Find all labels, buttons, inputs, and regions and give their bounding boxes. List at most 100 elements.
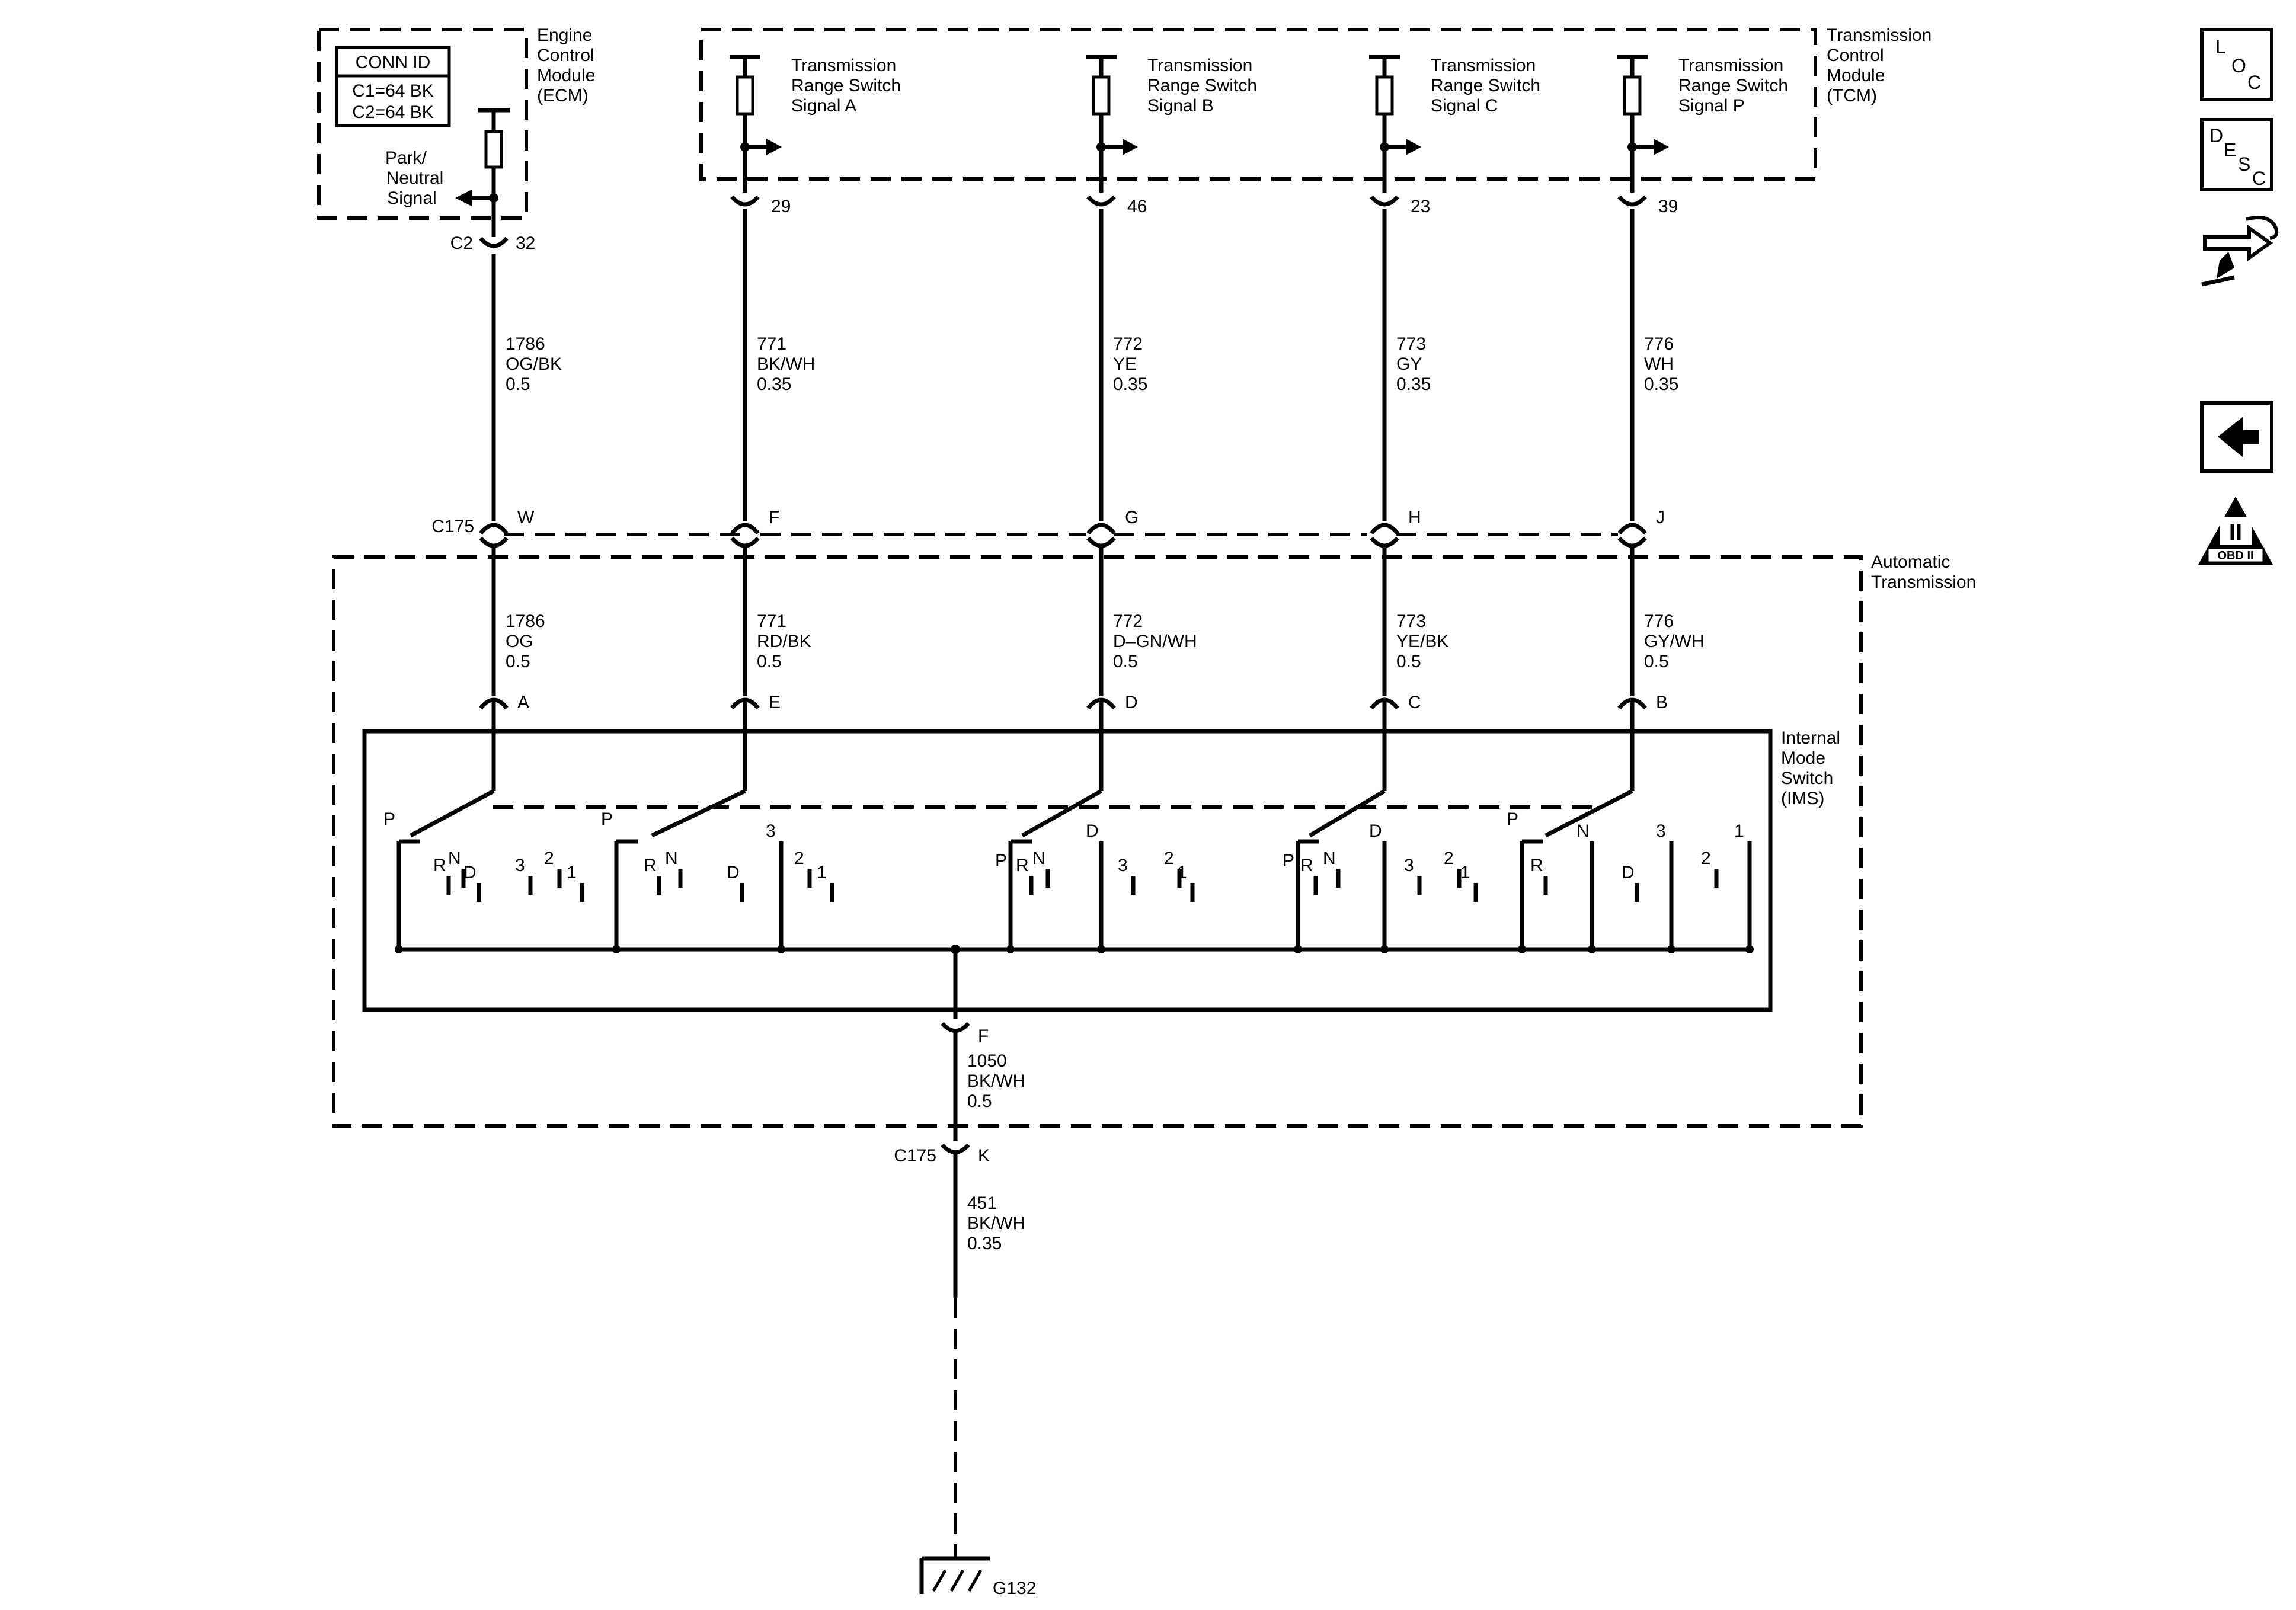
desc-letter: S <box>2238 153 2250 175</box>
ims-label-line: Switch <box>1781 769 1833 788</box>
ims-label-line: (IMS) <box>1781 789 1824 808</box>
connector-diagnostic-icon[interactable] <box>2201 216 2279 287</box>
ground-wire-circuit: 1050 <box>967 1051 1007 1071</box>
wire-columns: 1786OG/BK0.5W1786OG0.5A771BK/WH0.35F771R… <box>479 195 1705 731</box>
wire-label: 0.5 <box>757 652 782 671</box>
switch-position-label: 2 <box>1164 849 1174 868</box>
wire-label: 0.5 <box>506 652 530 671</box>
ecm-label-line: Module <box>537 66 595 85</box>
conn-id-title: CONN ID <box>356 53 431 72</box>
wire-label: 0.5 <box>1644 652 1669 671</box>
wire-label: 776 <box>1644 612 1674 631</box>
wire-label: 772 <box>1113 612 1143 631</box>
ecm-module: Engine Control Module (ECM) CONN ID C1=6… <box>317 25 595 253</box>
switch-position-label: N <box>1576 821 1590 841</box>
automatic-transmission: Automatic Transmission <box>332 552 1976 1128</box>
ground-wire-circuit: 451 <box>967 1193 997 1213</box>
switch-position-label: 2 <box>1444 849 1454 868</box>
wire-label: 0.35 <box>1644 375 1678 394</box>
desc-button[interactable]: D E S C <box>2200 118 2273 191</box>
switch-position-label: P <box>995 851 1007 870</box>
transmission-label-line: Automatic <box>1871 552 1950 572</box>
ims-label-line: Internal <box>1781 728 1840 748</box>
switch-blade <box>1021 789 1102 838</box>
ecm-signal-label: Park/ <box>385 148 427 168</box>
tcm-pin-number: 23 <box>1411 197 1430 216</box>
tcm-label-line: Control <box>1827 46 1884 65</box>
switch-position-label: 3 <box>766 821 776 841</box>
tcm-resistor <box>736 75 754 116</box>
tcm-signal-label: Transmission <box>1431 56 1536 75</box>
wire-label: OG/BK <box>506 354 562 374</box>
switch-position-label: 1 <box>567 863 577 882</box>
ims-pin: E <box>769 693 781 712</box>
ims-pin-terminal <box>1370 697 1399 710</box>
tcm-signal-label: Range Switch <box>791 76 901 95</box>
desc-letter: E <box>2224 139 2236 161</box>
switch-position-label: R <box>644 856 657 875</box>
wire-label: OG <box>506 632 533 651</box>
tcm-pin-number: 39 <box>1658 197 1678 216</box>
switch-position-label: R <box>1016 856 1029 875</box>
tcm-signal-label: Range Switch <box>1431 76 1540 95</box>
wire-label: 0.35 <box>1113 375 1147 394</box>
back-arrow-icon <box>2218 417 2259 457</box>
c175-pin: H <box>1408 508 1421 527</box>
wire-label: 0.35 <box>1396 375 1431 394</box>
switch-position-label: D <box>1086 821 1099 841</box>
switch-position-label: 2 <box>1701 849 1711 868</box>
c175-terminal <box>1370 523 1399 535</box>
tcm-label-line: (TCM) <box>1827 86 1877 105</box>
obd-ii-icon[interactable]: II OBD II <box>2198 497 2273 565</box>
switch-position-label: R <box>1300 856 1313 875</box>
ground-id: G132 <box>993 1579 1036 1598</box>
switch-position-label: 3 <box>1404 856 1414 875</box>
ecm-label-line: Control <box>537 46 594 65</box>
wire-label: YE/BK <box>1396 632 1448 651</box>
ground-wire-size: 0.35 <box>967 1234 1002 1253</box>
switch-position-label: 3 <box>515 856 525 875</box>
c175-terminal <box>730 523 760 535</box>
c175-terminal <box>1086 523 1116 535</box>
ecm-signal-label: Signal <box>387 188 436 208</box>
wire-label: 1786 <box>506 612 545 631</box>
switch-position-label: D <box>1369 821 1382 841</box>
ims-label-line: Mode <box>1781 748 1825 768</box>
switch-blade <box>651 789 746 838</box>
ims-boundary <box>362 729 1773 1012</box>
c175-terminal <box>479 523 509 535</box>
switch-position-label: P <box>1283 851 1294 870</box>
ecm-pin-terminal <box>479 236 509 248</box>
tcm-module: Transmission Control Module (TCM) Transm… <box>699 25 1932 216</box>
loc-letter: C <box>2247 72 2261 93</box>
conn-id-row: C2=64 BK <box>352 103 434 122</box>
switch-position-label: 1 <box>1460 863 1470 882</box>
tcm-signal-label: Signal A <box>791 96 856 116</box>
back-button[interactable] <box>2200 401 2273 473</box>
wire-label: 776 <box>1644 334 1674 354</box>
switch-position-label: D <box>463 863 477 882</box>
wire-label: RD/BK <box>757 632 811 651</box>
wire-label: 773 <box>1396 612 1426 631</box>
tcm-pin-number: 29 <box>771 197 791 216</box>
switch-position-label: N <box>1032 849 1045 868</box>
tcm-resistor <box>1623 75 1642 116</box>
switch-position-label: P <box>1507 809 1518 829</box>
tcm-pin-terminal <box>730 195 760 207</box>
switch-position-label: 2 <box>794 849 804 868</box>
switch-position-label: 3 <box>1118 856 1128 875</box>
conn-id-box: CONN ID C1=64 BK C2=64 BK <box>335 46 451 127</box>
wire-label: 0.5 <box>1396 652 1421 671</box>
wire-label: GY/WH <box>1644 632 1705 651</box>
wire-label: 1786 <box>506 334 545 354</box>
tcm-pin-terminal <box>1086 195 1116 207</box>
tcm-signal-label: Signal B <box>1147 96 1214 116</box>
wire-label: 0.5 <box>506 375 530 394</box>
loc-letter: O <box>2231 55 2246 76</box>
loc-button[interactable]: L O C <box>2200 28 2273 101</box>
switch-position-label: N <box>665 849 678 868</box>
ground-wire-color: BK/WH <box>967 1214 1025 1233</box>
loc-letter: L <box>2215 36 2226 57</box>
